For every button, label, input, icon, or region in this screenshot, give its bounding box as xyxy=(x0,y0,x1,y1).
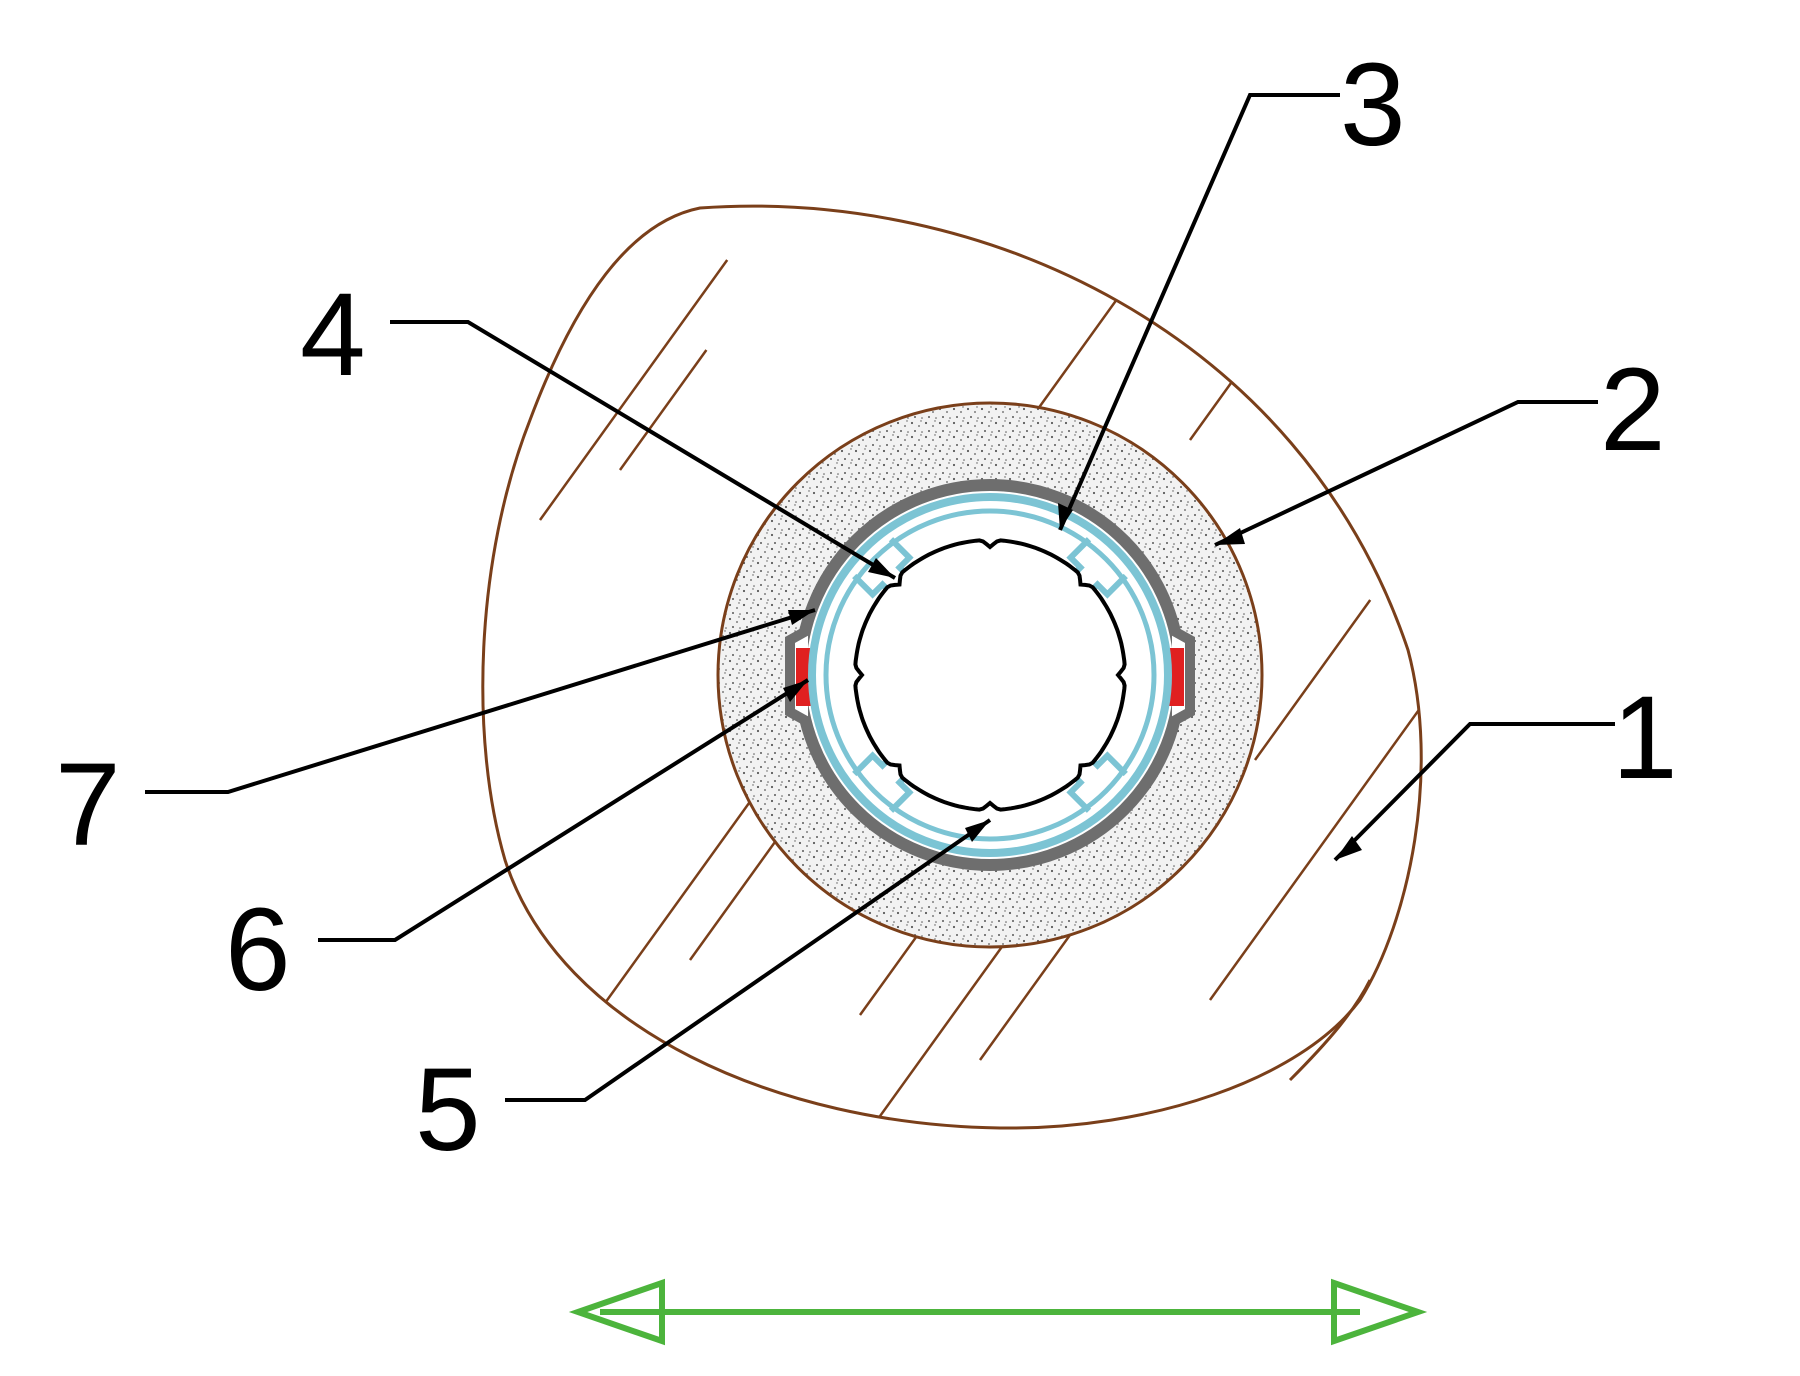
callout-label-6: 6 xyxy=(225,884,291,1016)
arrowhead-1 xyxy=(1335,836,1362,860)
inner-bore xyxy=(853,538,1127,812)
liner-inner-ring xyxy=(823,508,1157,842)
callout-label-2: 2 xyxy=(1600,344,1666,476)
callout-label-7: 7 xyxy=(55,739,121,871)
arrowhead-3 xyxy=(1058,503,1073,530)
leader-arrowheads xyxy=(783,503,1362,860)
arrowhead-4 xyxy=(868,558,895,578)
callout-label-1: 1 xyxy=(1612,672,1678,804)
leader-line-7 xyxy=(145,608,816,794)
callout-label-3: 3 xyxy=(1340,39,1406,171)
callout-label-4: 4 xyxy=(300,269,366,401)
direction-arrow-right-head xyxy=(1331,1278,1428,1346)
leader-line-4 xyxy=(390,320,897,580)
callout-labels: 1 2 3 4 5 6 7 xyxy=(55,39,1678,1176)
callout-label-5: 5 xyxy=(415,1044,481,1176)
liner-outer-ring xyxy=(808,493,1172,857)
hatch-line xyxy=(538,259,729,521)
hatch-line xyxy=(1208,689,1422,1001)
hatch-line xyxy=(1253,599,1372,761)
arrowhead-5 xyxy=(965,820,990,842)
arrowhead-6 xyxy=(783,680,808,702)
direction-arrow-left-head xyxy=(568,1278,665,1346)
arrowhead-7 xyxy=(788,610,815,625)
arrowhead-2 xyxy=(1215,528,1245,545)
leader-line-6 xyxy=(318,678,810,942)
leader-line-1 xyxy=(1333,722,1615,862)
leader-line-3 xyxy=(1058,93,1340,531)
outer-layer-notch xyxy=(1288,979,1372,1082)
liner xyxy=(808,493,1172,857)
double-headed-arrow-icon xyxy=(568,1278,1428,1346)
leader-line-5 xyxy=(505,818,992,1102)
hatch-line xyxy=(618,349,708,471)
leader-line-2 xyxy=(1214,400,1598,547)
leader-lines xyxy=(145,93,1615,1102)
